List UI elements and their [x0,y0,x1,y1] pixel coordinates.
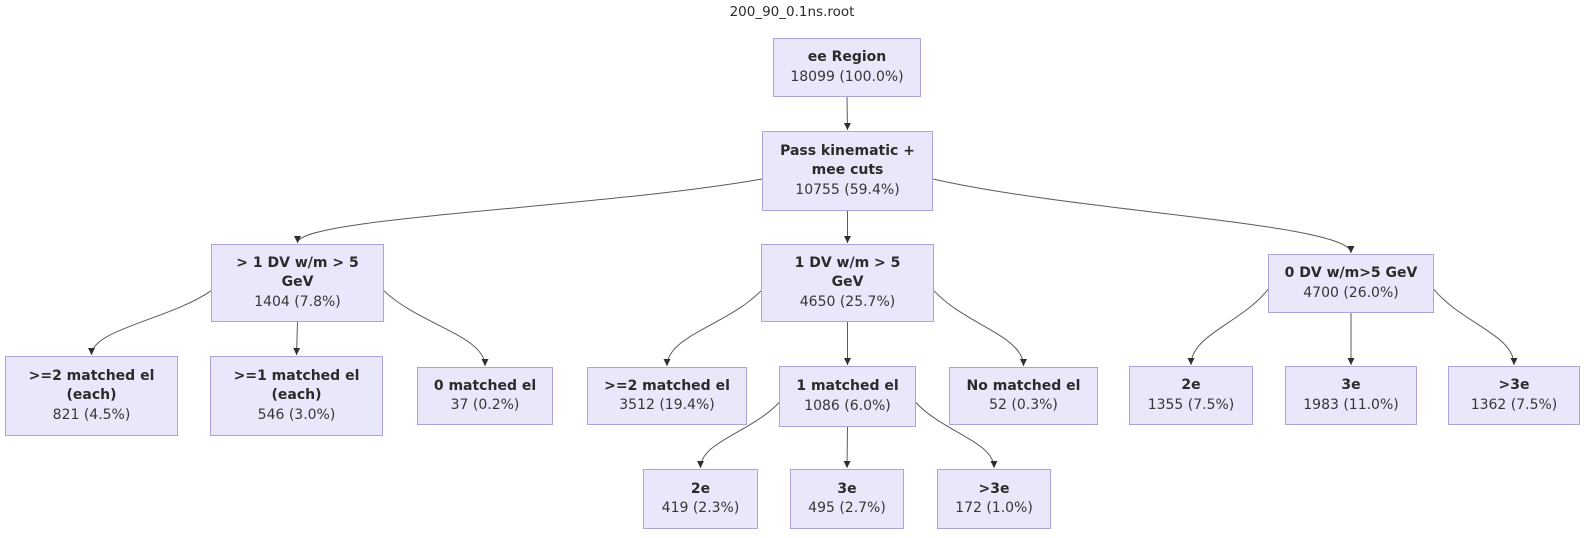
node-label: Pass kinematic + mee cuts [780,143,915,179]
node-label: No matched el [966,377,1081,394]
node-label: 1 matched el [796,378,899,395]
node-count: 821 (4.5%) [52,406,131,423]
node-count: 4650 (25.7%) [799,293,896,310]
tree-node-dv0_3e: 3e 1983 (11.0%) [1285,366,1417,425]
node-count: 1404 (7.8%) [254,293,341,310]
tree-node-pass: Pass kinematic + mee cuts 10755 (59.4%) [762,131,933,211]
node-label: 3e [1341,377,1361,394]
tree-node-m1each: >=1 matched el (each) 546 (3.0%) [210,356,383,436]
node-label: > 1 DV w/m > 5 GeV [236,255,359,291]
edge-gt1dv-to-m1each [293,321,301,356]
tree-node-dv0_2e: 2e 1355 (7.5%) [1129,366,1253,425]
tree-node-dv0: 0 DV w/m>5 GeV 4700 (26.0%) [1268,254,1434,313]
node-label: >3e [978,480,1010,497]
edge-pass-to-gt1dv [294,178,763,244]
node-label: >=2 matched el (each) [28,368,155,404]
node-count: 3512 (19.4%) [619,397,715,413]
node-count: 1983 (11.0%) [1303,396,1399,413]
node-count: 1086 (6.0%) [804,397,891,414]
node-label: 3e [837,480,857,497]
node-label: >=1 matched el (each) [233,368,360,404]
tree-node-m1_3e: 3e 495 (2.7%) [790,469,904,529]
node-count: 546 (3.0%) [257,406,336,423]
node-label: 0 matched el [433,377,537,394]
edge-root-to-pass [843,96,851,131]
node-label: 2e [690,480,711,497]
tree-node-m2: >=2 matched el 3512 (19.4%) [587,367,747,425]
node-count: 1362 (7.5%) [1470,396,1558,413]
node-count: 419 (2.3%) [661,500,740,516]
tree-node-m1: 1 matched el 1086 (6.0%) [779,366,916,427]
tree-node-m1_gt3e: >3e 172 (1.0%) [937,469,1051,529]
edge-dv0-to-dv0_gt3e [1433,289,1518,366]
node-label: >3e [1498,377,1530,394]
tree-node-m1_2e: 2e 419 (2.3%) [643,469,758,529]
tree-node-dv0_gt3e: >3e 1362 (7.5%) [1448,366,1580,425]
tree-node-root: ee Region 18099 (100.0%) [773,38,921,97]
chart-title: 200_90_0.1ns.root [729,4,855,20]
edge-m1-to-m1_3e [843,426,851,469]
edge-pass-to-dv0 [932,178,1355,254]
node-count: 18099 (100.0%) [790,68,904,85]
node-count: 495 (2.7%) [808,500,886,516]
tree-node-gt1dv: > 1 DV w/m > 5 GeV 1404 (7.8%) [211,244,384,322]
node-label: 1 DV w/m > 5 GeV [794,255,901,291]
node-count: 4700 (26.0%) [1303,284,1399,301]
node-count: 1355 (7.5%) [1147,396,1235,413]
edge-dv1-to-m2 [663,290,762,367]
tree-node-mno: No matched el 52 (0.3%) [949,367,1098,425]
node-label: ee Region [807,49,887,66]
node-count: 52 (0.3%) [989,397,1058,413]
edge-gt1dv-to-m0 [383,290,489,367]
node-label: 0 DV w/m>5 GeV [1284,265,1418,282]
node-label: 2e [1181,377,1201,394]
node-count: 10755 (59.4%) [795,181,900,198]
tree-node-m2each: >=2 matched el (each) 821 (4.5%) [5,356,178,436]
node-label: >=2 matched el [604,377,730,394]
edge-dv0-to-dv0_2e [1187,289,1269,366]
edge-dv1-to-mno [933,290,1027,367]
node-count: 37 (0.2%) [450,397,520,413]
edge-m1-to-m1_gt3e [915,402,998,469]
tree-node-m0: 0 matched el 37 (0.2%) [417,367,553,425]
edge-m1-to-m1_2e [697,402,780,469]
node-count: 172 (1.0%) [955,500,1033,516]
edge-gt1dv-to-m2each [88,290,212,356]
tree-node-dv1: 1 DV w/m > 5 GeV 4650 (25.7%) [761,244,934,322]
